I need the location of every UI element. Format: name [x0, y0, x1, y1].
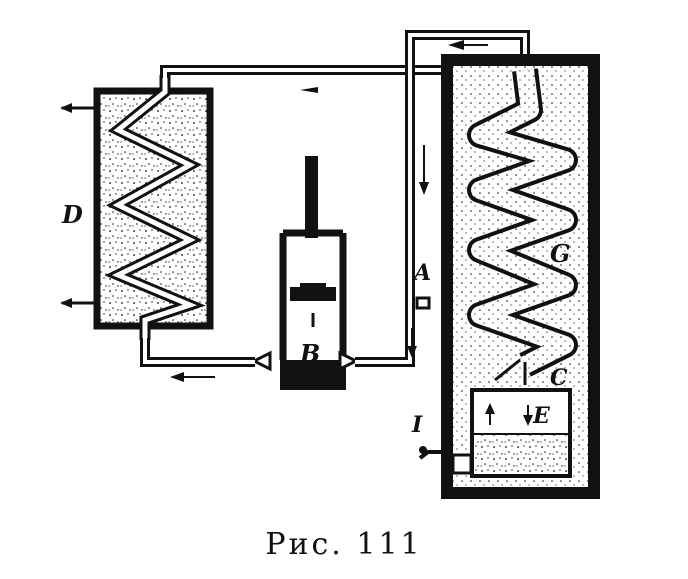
flow-arrow-down-e [523, 405, 533, 426]
water-outlet-arrow [60, 103, 97, 113]
label-c: C [550, 365, 568, 391]
label-i: I [411, 412, 423, 438]
condenser-tank-d [60, 75, 214, 340]
flow-arrow-top-right [448, 40, 464, 50]
flow-arrow-bottom-left [170, 372, 184, 382]
lower-left-pipe [140, 338, 255, 382]
top-pipe [160, 65, 455, 93]
left-valve [250, 350, 272, 372]
label-b: B [299, 339, 320, 368]
label-a: A [412, 260, 431, 286]
flow-arrow-down-2 [407, 328, 417, 358]
label-e: E [532, 403, 551, 429]
label-d: D [61, 200, 83, 229]
figure-caption: Рис. 111 [265, 527, 423, 562]
right-valve [338, 350, 360, 372]
label-g: G [550, 239, 571, 268]
flow-arrow-down-1 [419, 145, 429, 195]
flow-arrow-up-e [485, 403, 495, 425]
return-pipe [355, 30, 530, 367]
flow-arrow-top [300, 87, 318, 93]
expansion-valve-a [415, 296, 431, 310]
evaporator-housing [418, 54, 600, 499]
drain-tap-i [418, 446, 473, 475]
water-inlet-arrow [60, 298, 97, 308]
compressor-b [250, 156, 360, 390]
